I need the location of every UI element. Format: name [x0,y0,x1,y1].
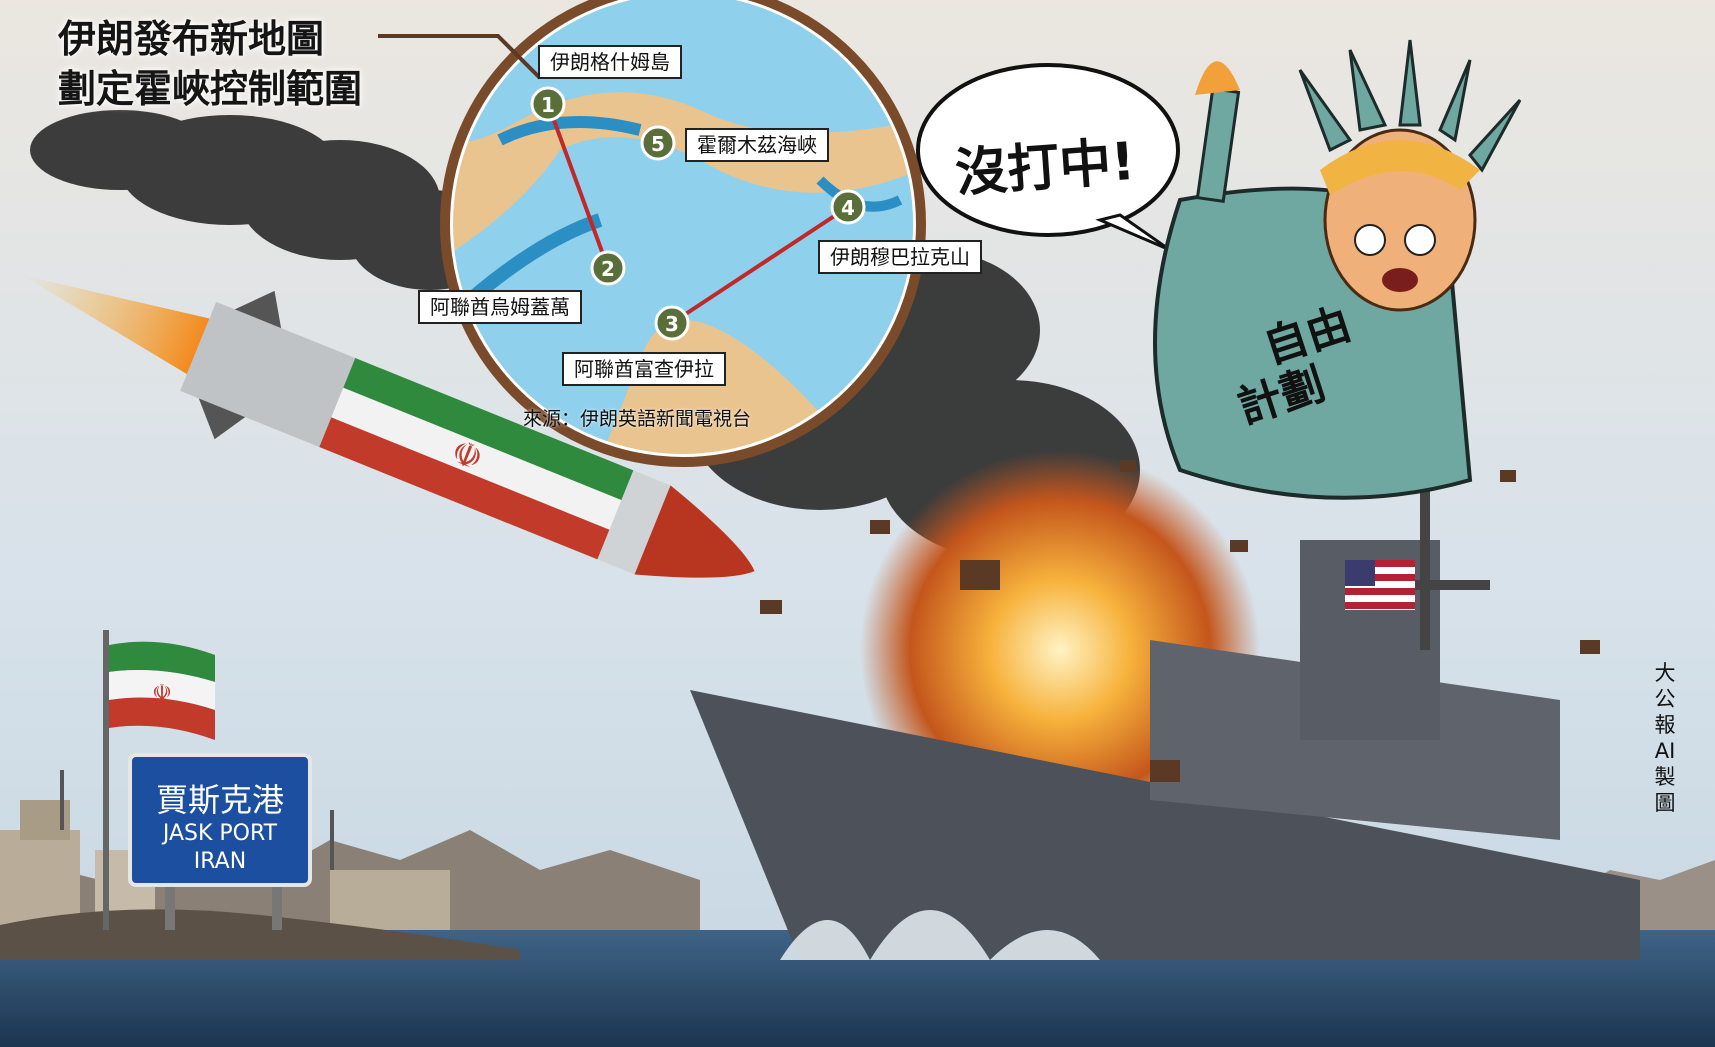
headline-connector [378,34,542,80]
map-label-4: 伊朗穆巴拉克山 [818,240,982,274]
port-sign-chinese: 賈斯克港 [155,781,284,819]
route-line-4-3 [670,205,850,325]
crown-icon [1298,39,1522,173]
map-marker-4: 4 [830,189,866,225]
port-sign-english: JASK PORT IRAN [136,820,304,876]
map-marker-3: 3 [654,305,690,341]
map-label-3: 阿聯酋富查伊拉 [562,352,726,386]
port-sign-english-line2: IRAN [193,849,247,874]
debris [760,460,1600,782]
headline-line1: 伊朗發布新地圖 [58,17,325,61]
speech-bubble [916,63,1180,237]
map-label-5: 霍爾木茲海峽 [685,128,829,162]
character-figure [1153,39,1522,500]
map-marker-2: 2 [590,250,626,286]
map-marker-2-num: 2 [601,257,615,281]
port-sign-english-line1: JASK PORT [162,821,278,846]
map-marker-5: 5 [640,125,676,161]
breakwater [0,909,520,960]
map-label-1: 伊朗格什姆島 [538,45,682,79]
map-label-2: 阿聯酋烏姆蓋萬 [418,290,582,324]
speech-bubble-text: 沒打中! [953,131,1137,205]
us-flag-icon [1345,560,1415,610]
port-sign-post-right [272,880,282,930]
map-marker-1-num: 1 [541,93,555,117]
warship [690,480,1640,960]
torch-icon [1195,61,1241,203]
map-marker-5-num: 5 [651,132,665,156]
map-marker-3-num: 3 [665,312,679,336]
port-sign [128,753,312,887]
svg-text:☫: ☫ [152,681,172,706]
map-marker-1: 1 [530,86,566,122]
flagpole [103,630,109,930]
headline-line2: 劃定霍峽控制範圍 [58,67,363,111]
missile: ☫ [22,275,755,578]
iran-flag-icon: ☫ [109,641,215,740]
splash [780,910,1100,960]
map-source: 來源：伊朗英語新聞電視台 [523,408,752,430]
credit-label: 大公報AI製圖 [1654,661,1676,815]
map-marker-4-num: 4 [841,196,855,220]
route-line-1-2 [546,103,610,269]
port-sign-post [165,880,175,930]
headline: 伊朗發布新地圖 劃定霍峽控制範圍 [58,14,362,114]
